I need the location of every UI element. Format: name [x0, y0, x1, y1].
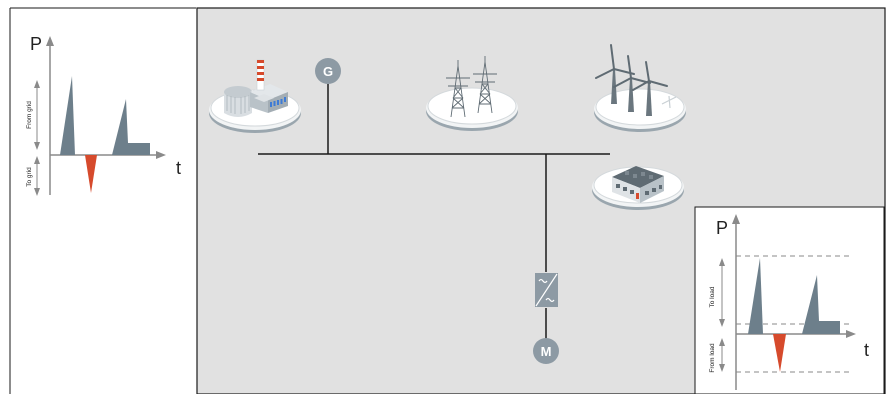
right-chart-panel	[694, 206, 885, 394]
positive-pulse-2	[802, 275, 840, 334]
x-axis-arrowhead	[846, 330, 856, 338]
negative-pulse	[773, 334, 786, 372]
left-power-chart: P t From grid To grid	[26, 34, 181, 196]
factory-icon	[592, 166, 684, 210]
x-axis-label: t	[864, 340, 869, 360]
negative-pulse	[85, 155, 97, 193]
svg-text:G: G	[323, 64, 333, 79]
lower-range-arrow	[34, 156, 40, 196]
positive-pulse-1	[60, 76, 75, 155]
bus-lines	[258, 84, 610, 340]
x-axis-label: t	[176, 158, 181, 178]
y-axis-arrowhead	[732, 214, 740, 224]
y-axis-label: P	[716, 218, 728, 238]
generator-symbol: G	[315, 58, 341, 84]
upper-range-arrow	[719, 258, 725, 327]
lower-arrow-label: From load	[709, 343, 716, 373]
upper-arrow-label: From grid	[26, 101, 33, 129]
positive-pulse-2	[112, 99, 150, 155]
motor-symbol: M	[533, 338, 559, 364]
left-panel	[9, 7, 196, 394]
power-plant-icon	[209, 59, 301, 133]
y-axis-label: P	[30, 34, 42, 54]
upper-range-arrow	[34, 80, 40, 150]
lower-range-arrow	[719, 338, 725, 372]
lower-arrow-label: To grid	[26, 167, 33, 187]
transmission-towers-icon	[426, 56, 518, 131]
upper-arrow-label: To load	[709, 286, 716, 307]
x-axis-arrowhead	[156, 151, 166, 159]
positive-pulse-1	[748, 258, 763, 334]
frequency-converter-icon	[535, 273, 558, 307]
svg-text:M: M	[541, 344, 552, 359]
right-power-chart: P t To load From load	[694, 206, 885, 394]
y-axis-arrowhead	[46, 36, 54, 46]
wind-turbines-icon	[594, 44, 686, 132]
